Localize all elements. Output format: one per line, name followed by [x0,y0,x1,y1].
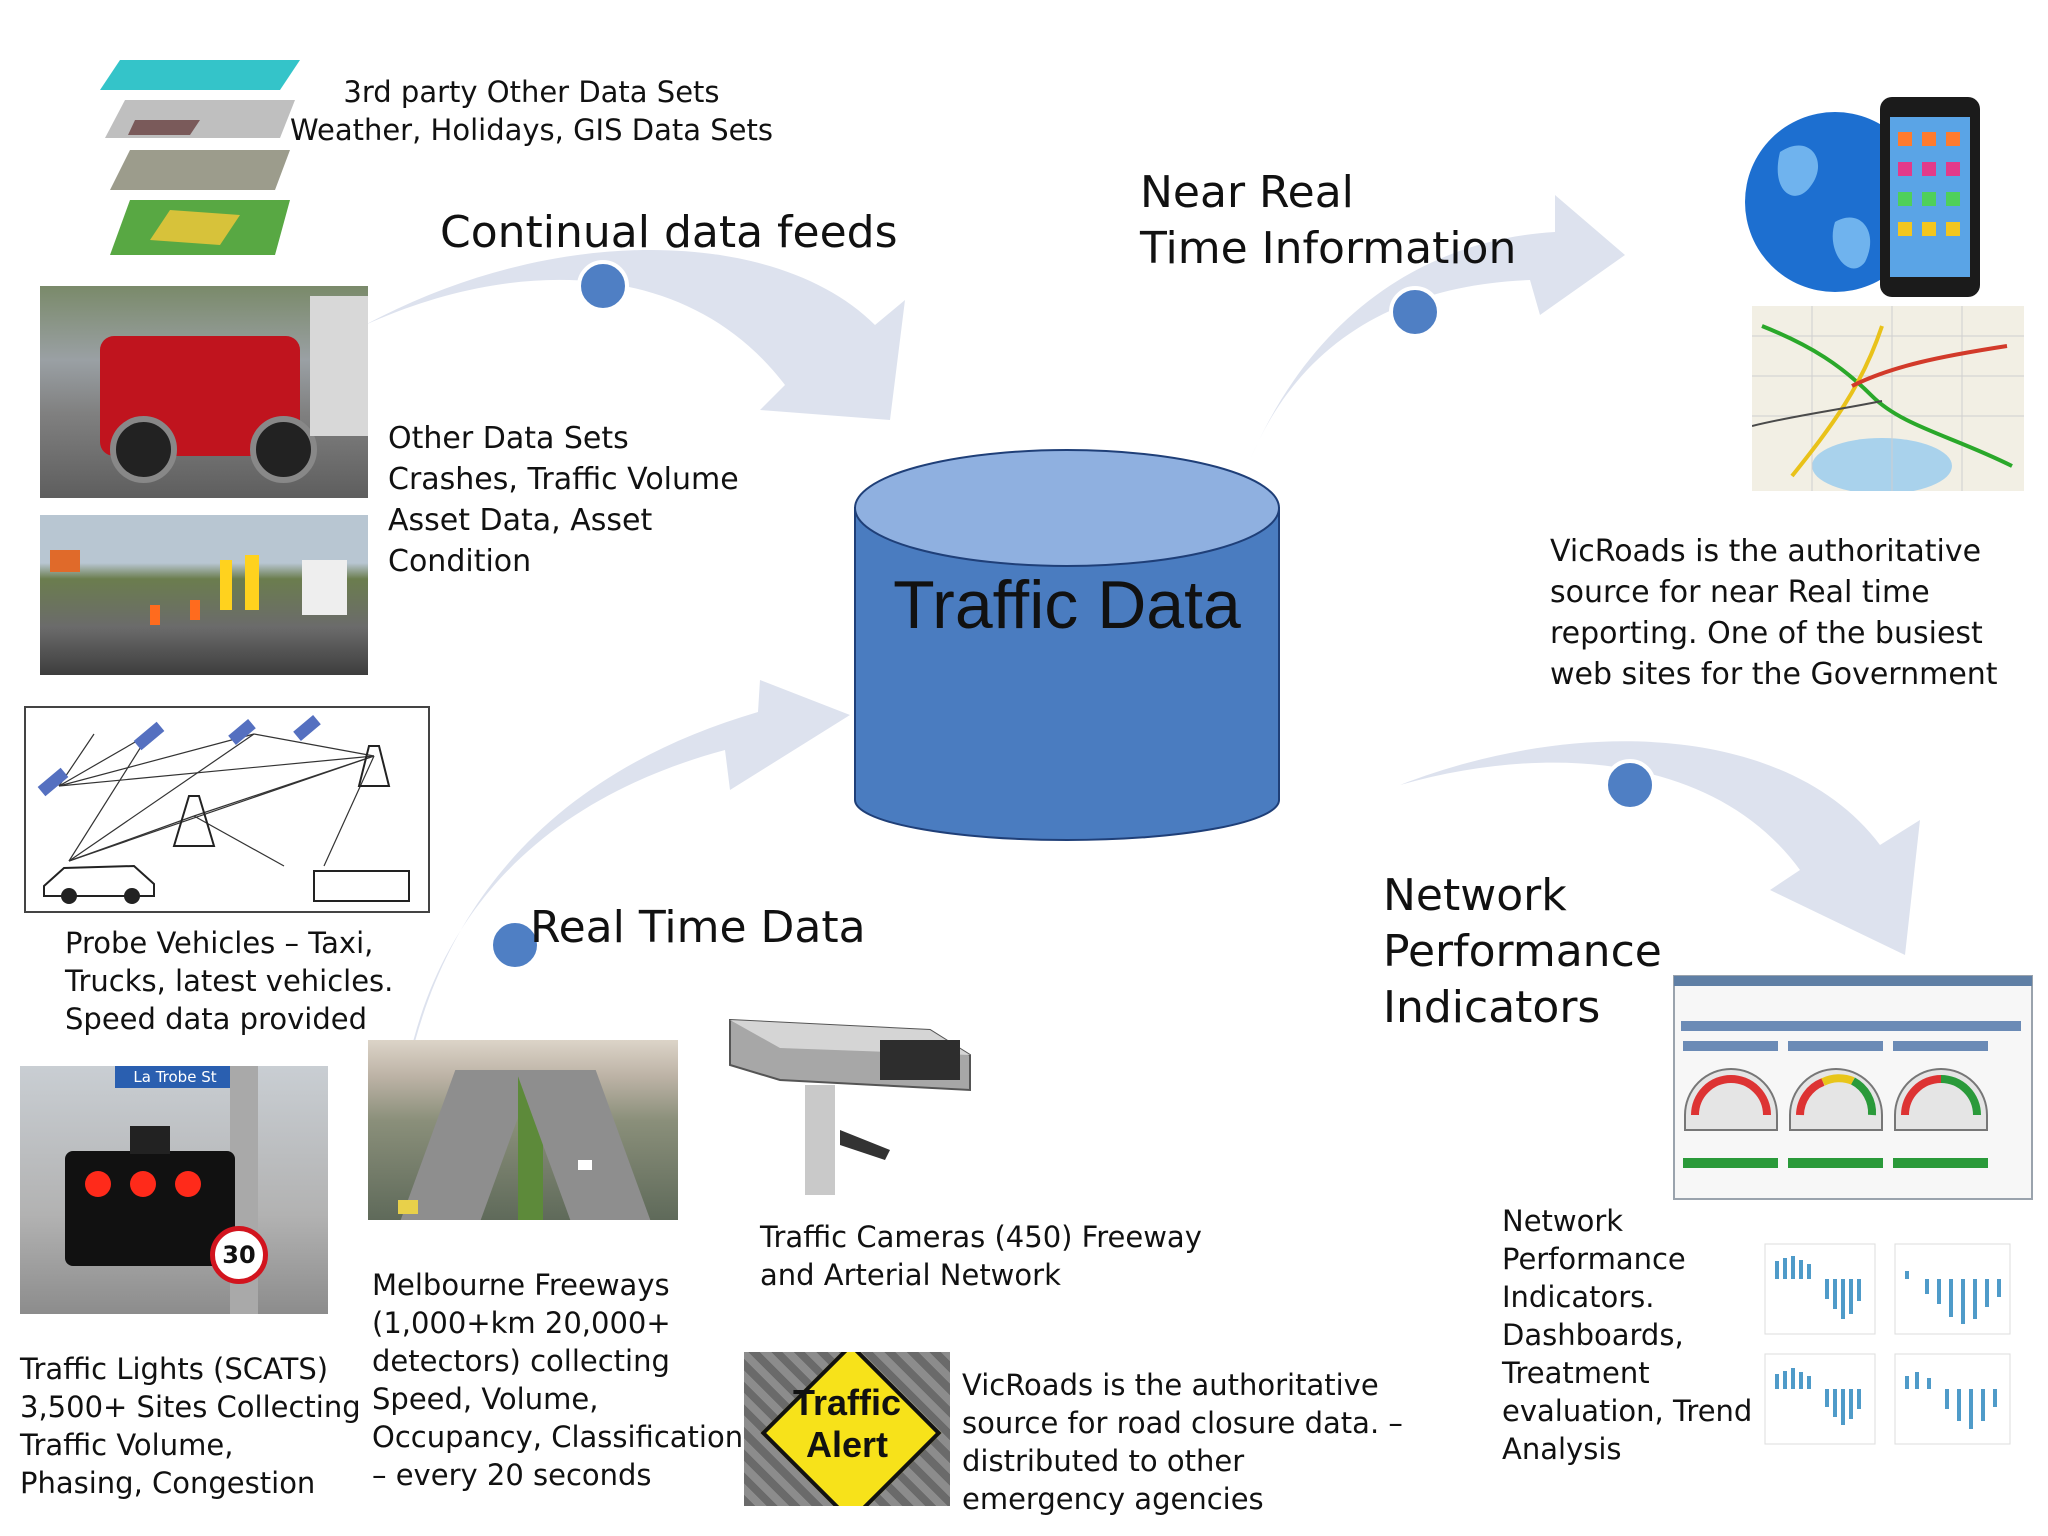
node-near-real-time [1389,286,1441,338]
street-sign: La Trobe St [115,1066,235,1088]
flow-title-real-time: Real Time Data [530,902,866,953]
arrow-network-perf [1400,741,1920,955]
arrow-real-time [400,680,850,1115]
caption-vicroads-web: VicRoads is the authoritative source for… [1550,534,1998,692]
arrow-continual-feeds [365,249,905,420]
database-label: Traffic Data [893,567,1241,643]
traffic-camera-photo [729,1018,971,1195]
caption-npi: Network Performance Indicators. Dashboar… [1502,1204,1753,1466]
node-network-perf [1604,759,1656,811]
database-cylinder [854,449,1280,841]
caption-cameras: Traffic Cameras (450) Freeway and Arteri… [760,1220,1202,1292]
node-real-time [489,919,541,971]
speed-limit-sign: 30 [210,1226,268,1284]
caption-traffic-lights: Traffic Lights (SCATS) 3,500+ Sites Coll… [20,1352,361,1500]
caption-road-closure: VicRoads is the authoritative source for… [962,1368,1403,1516]
freeway-photo [368,1040,678,1220]
node-continual [577,260,629,312]
flow-title-near-real-time: Near Real Time Information [1140,167,1517,274]
traffic-alert-image: Traffic Alert [744,1352,950,1506]
probe-vehicles-diagram [24,706,430,913]
traffic-lights-photo: La Trobe St 30 [20,1066,328,1314]
flow-title-network-perf: Network Performance Indicators [1383,870,1662,1033]
caption-third-party: 3rd party Other Data Sets Weather, Holid… [290,75,773,147]
caption-other-data: Other Data Sets Crashes, Traffic Volume … [388,421,739,579]
trend-charts-image [1755,1236,2020,1456]
road-map-image [1752,306,2024,491]
roadworks-photo [40,515,368,675]
flow-title-continual: Continual data feeds [440,207,898,258]
caption-freeways: Melbourne Freeways (1,000+km 20,000+ det… [372,1268,744,1492]
traffic-alert-text: Traffic Alert [792,1382,902,1465]
gis-layers-image [100,60,300,255]
arrow-near-real-time [1250,195,1625,460]
dashboard-screenshot [1673,975,2033,1200]
crash-photo [40,286,368,498]
caption-probe: Probe Vehicles – Taxi, Trucks, latest ve… [65,926,394,1036]
globe-phone-image [1745,97,1980,297]
